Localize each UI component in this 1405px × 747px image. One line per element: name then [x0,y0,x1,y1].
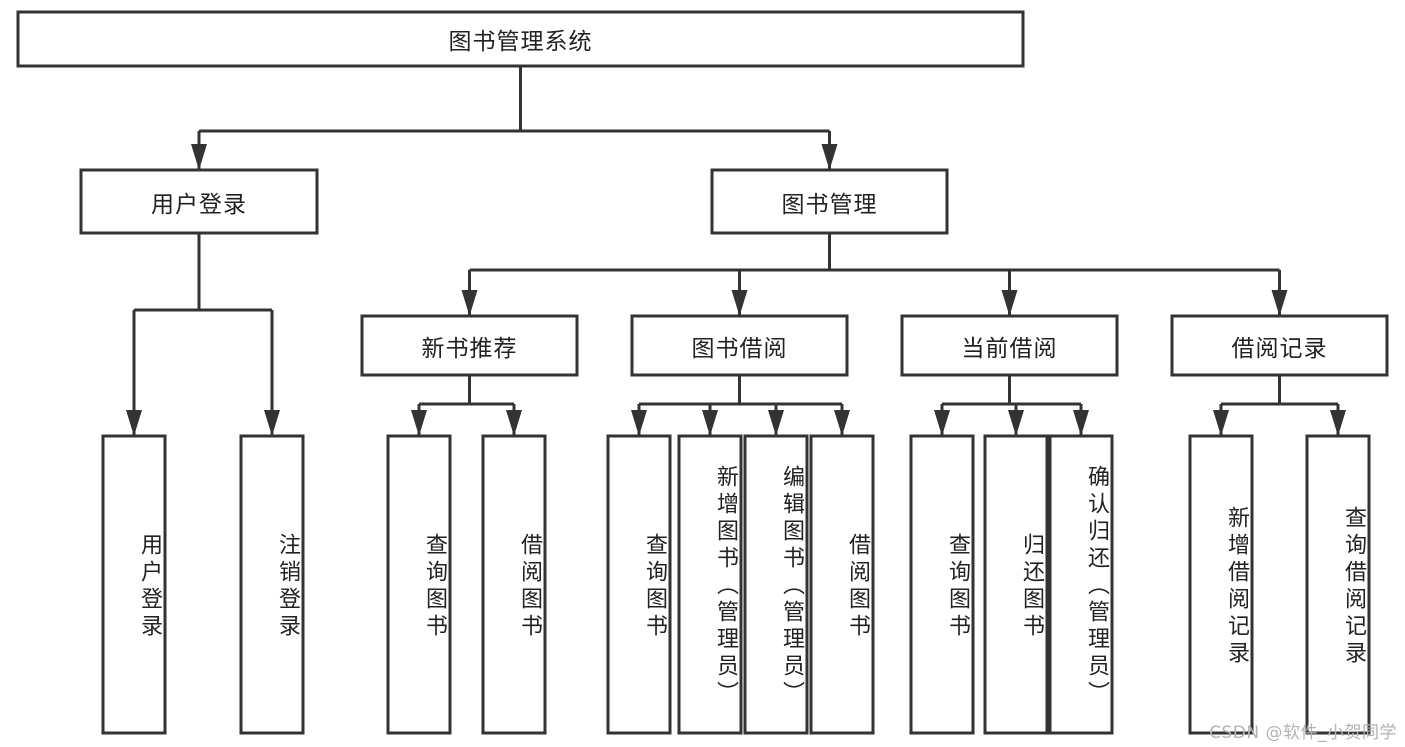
arrow-head-icon [1271,290,1288,316]
node-box-l3-current[interactable] [900,314,1119,377]
arrow-head-icon [1008,410,1024,436]
node-box-l3-record[interactable] [1170,314,1389,377]
arrow-head-icon [768,410,784,436]
arrow-head-icon [631,410,647,436]
node-box-leaf-user-logout[interactable] [239,434,305,735]
arrow-head-icon [1213,410,1229,436]
arrow-head-icon [461,290,478,316]
arrow-head-icon [264,410,280,436]
arrow-head-icon [411,410,427,436]
node-box-l3-newbook[interactable] [360,314,579,377]
node-box-leaf-borrow-add[interactable] [677,434,743,735]
node-box-leaf-cur-query[interactable] [909,434,975,735]
node-box-leaf-cur-return[interactable] [983,434,1049,735]
node-box-leaf-borrow-query[interactable] [606,434,672,735]
node-box-l2-user[interactable] [79,168,319,235]
arrow-head-icon [731,290,748,316]
node-box-leaf-user-login[interactable] [101,434,167,735]
arrow-head-icon [1001,290,1018,316]
node-box-leaf-borrow-lend[interactable] [809,434,875,735]
arrow-head-icon [1330,410,1346,436]
arrow-head-icon [821,144,838,170]
arrow-head-icon [1073,410,1089,436]
watermark-text: CSDN @软件_小贺同学 [1209,723,1397,743]
arrow-head-icon [934,410,950,436]
node-box-leaf-rec-query[interactable] [1305,434,1371,735]
node-box-leaf-new-borrow[interactable] [481,434,547,735]
node-box-leaf-borrow-edit[interactable] [743,434,809,735]
node-box-leaf-new-query[interactable] [386,434,452,735]
arrow-head-icon [506,410,522,436]
arrow-head-icon [834,410,850,436]
boxes-layer [16,10,1389,735]
node-box-root[interactable] [16,10,1025,68]
node-box-l2-book[interactable] [710,168,949,235]
node-box-l3-borrow[interactable] [630,314,849,377]
arrow-head-icon [191,144,207,170]
arrow-head-icon [702,410,718,436]
edges-layer [126,66,1346,436]
node-box-leaf-rec-add[interactable] [1188,434,1254,735]
node-box-leaf-cur-confirm[interactable] [1048,434,1114,735]
arrow-head-icon [126,410,142,436]
